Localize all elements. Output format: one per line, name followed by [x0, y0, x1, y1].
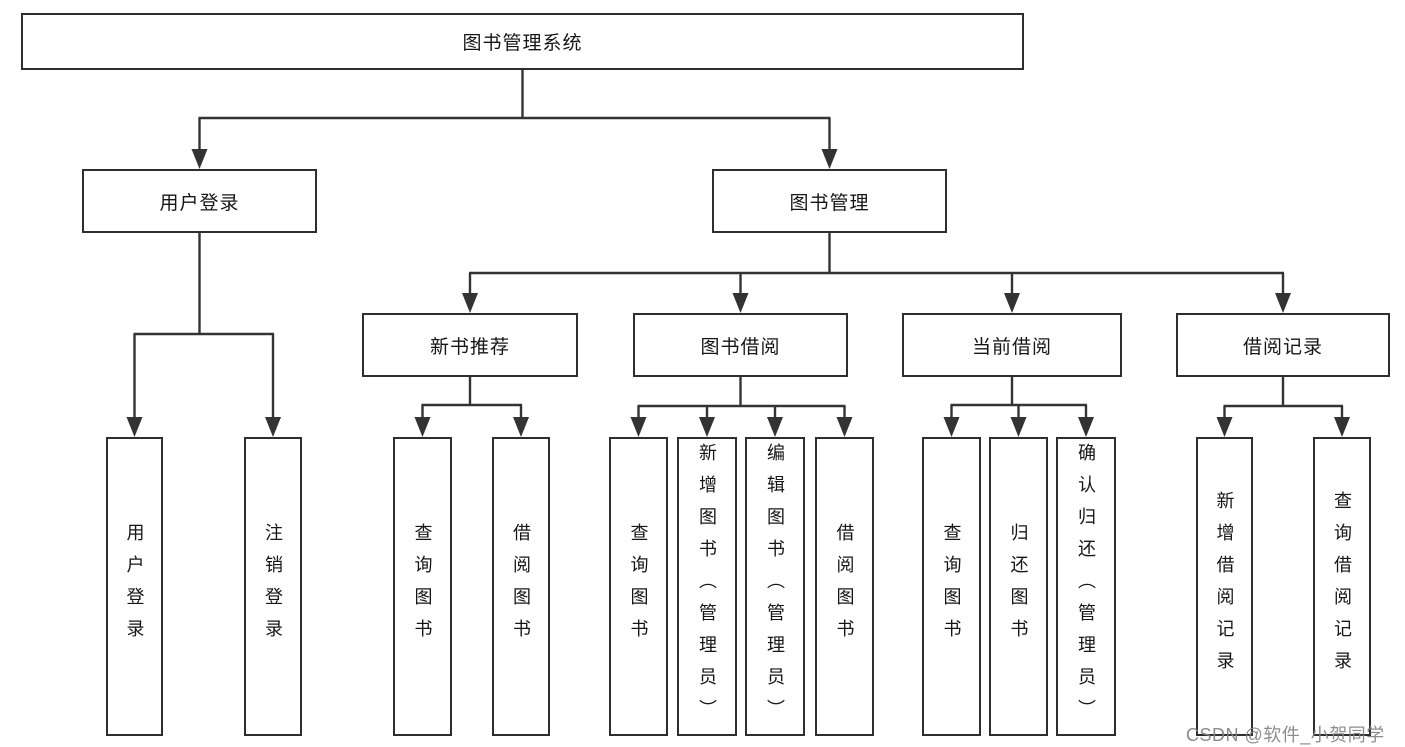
leaf-label: 借阅图书 [834, 522, 855, 651]
node-label: 图书管理 [789, 192, 870, 214]
leaf-label: 注销登录 [263, 522, 283, 651]
leaf-label: 新增图书（管理员） [697, 442, 717, 731]
leaf-label: 用户登录 [124, 522, 145, 651]
node-borrowing-records: 借阅记录 [1176, 313, 1390, 377]
leaf-query-books-borrow: 查询图书 [609, 437, 668, 736]
node-label: 图书管理系统 [462, 33, 583, 54]
node-label: 用户登录 [159, 192, 240, 214]
leaf-query-books-current: 查询图书 [922, 437, 981, 736]
node-book-management: 图书管理 [712, 169, 947, 233]
leaf-label: 新增借阅记录 [1214, 490, 1235, 683]
leaf-user-login: 用户登录 [106, 437, 163, 736]
node-library-management-system: 图书管理系统 [21, 13, 1024, 70]
csdn-watermark: CSDN @软件_小贺同学 [1186, 725, 1385, 745]
node-label: 借阅记录 [1242, 336, 1323, 358]
leaf-query-borrow-record: 查询借阅记录 [1313, 437, 1371, 736]
node-label: 新书推荐 [429, 336, 510, 358]
leaf-label: 查询图书 [941, 522, 962, 651]
leaf-confirm-return-admin: 确认归还（管理员） [1056, 437, 1116, 736]
leaf-label: 借阅图书 [511, 522, 531, 651]
leaf-label: 编辑图书（管理员） [765, 442, 785, 731]
leaf-query-books-recommend: 查询图书 [393, 437, 452, 736]
leaf-edit-book-admin: 编辑图书（管理员） [745, 437, 805, 736]
leaf-borrow-books: 借阅图书 [815, 437, 874, 736]
node-label: 图书借阅 [700, 336, 781, 358]
leaf-return-book: 归还图书 [989, 437, 1048, 736]
node-book-borrowing: 图书借阅 [633, 313, 848, 377]
node-new-book-recommendation: 新书推荐 [362, 313, 578, 377]
leaf-label: 确认归还（管理员） [1076, 442, 1096, 731]
leaf-label: 查询图书 [412, 522, 433, 651]
leaf-add-borrow-record: 新增借阅记录 [1196, 437, 1253, 736]
node-label: 当前借阅 [971, 336, 1052, 358]
leaf-add-book-admin: 新增图书（管理员） [677, 437, 737, 736]
leaf-label: 查询图书 [628, 522, 649, 651]
node-user-login: 用户登录 [82, 169, 317, 233]
leaf-borrow-books-recommend: 借阅图书 [492, 437, 550, 736]
node-current-borrowing: 当前借阅 [902, 313, 1122, 377]
leaf-logout: 注销登录 [244, 437, 302, 736]
leaf-label: 归还图书 [1008, 522, 1029, 651]
leaf-label: 查询借阅记录 [1332, 490, 1352, 683]
